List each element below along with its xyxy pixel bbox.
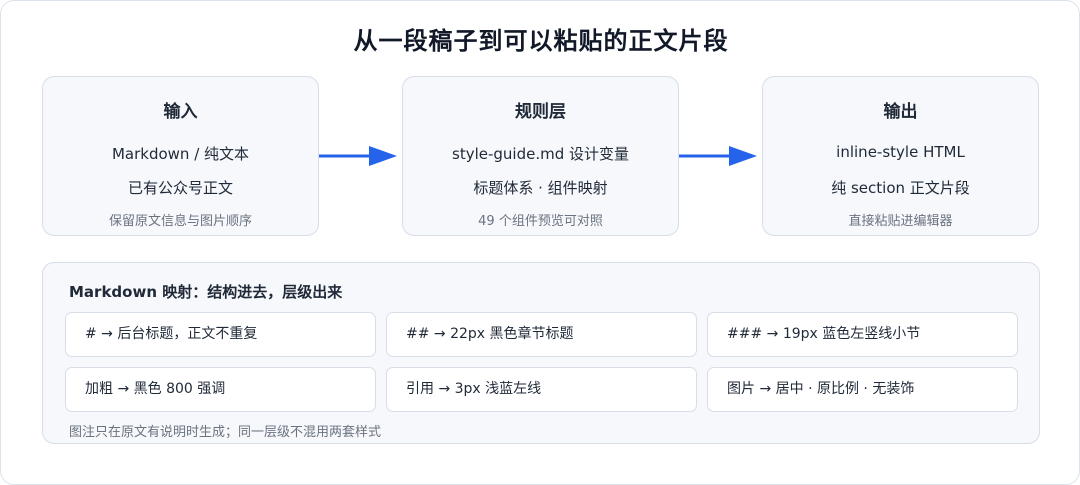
- mapping-item: 加粗 → 黑色 800 强调: [65, 367, 376, 412]
- input-card-line: Markdown / 纯文本: [111, 145, 250, 163]
- arrow-right-icon: [319, 146, 397, 166]
- mapping-note: 图注只在原文有说明时生成；同一层级不混用两套样式: [69, 425, 382, 440]
- mapping-item: 图片 → 居中 · 原比例 · 无装饰: [707, 367, 1018, 412]
- rules-card-note: 49 个组件预览可对照: [478, 214, 603, 229]
- mapping-item: ## → 22px 黑色章节标题: [386, 312, 697, 357]
- input-card-note: 保留原文信息与图片顺序: [108, 214, 252, 229]
- output-card: 输出 inline-style HTML 纯 section 正文片段 直接粘贴…: [762, 76, 1039, 236]
- rules-card: 规则层 style-guide.md 设计变量 标题体系 · 组件映射 49 个…: [402, 76, 679, 236]
- arrow-right-icon: [679, 146, 757, 166]
- rules-card-title: 规则层: [515, 102, 566, 122]
- output-card-line: inline-style HTML: [836, 143, 965, 161]
- input-card-line: 已有公众号正文: [127, 179, 233, 197]
- rules-card-line: 标题体系 · 组件映射: [473, 179, 608, 197]
- output-card-title: 输出: [883, 102, 918, 122]
- output-card-note: 直接粘贴进编辑器: [848, 214, 953, 229]
- diagram-title: 从一段稿子到可以粘贴的正文片段: [353, 27, 729, 55]
- output-card-line: 纯 section 正文片段: [831, 179, 970, 197]
- markdown-mapping-panel: Markdown 映射：结构进去，层级出来 # → 后台标题，正文不重复 ## …: [42, 262, 1040, 444]
- input-card-title: 输入: [163, 102, 198, 122]
- mapping-item: 引用 → 3px 浅蓝左线: [386, 367, 697, 412]
- mapping-panel-title: Markdown 映射：结构进去，层级出来: [69, 283, 343, 301]
- input-card: 输入 Markdown / 纯文本 已有公众号正文 保留原文信息与图片顺序: [42, 76, 319, 236]
- rules-card-line: style-guide.md 设计变量: [452, 145, 629, 163]
- mapping-item: ### → 19px 蓝色左竖线小节: [707, 312, 1018, 357]
- mapping-item: # → 后台标题，正文不重复: [65, 312, 376, 357]
